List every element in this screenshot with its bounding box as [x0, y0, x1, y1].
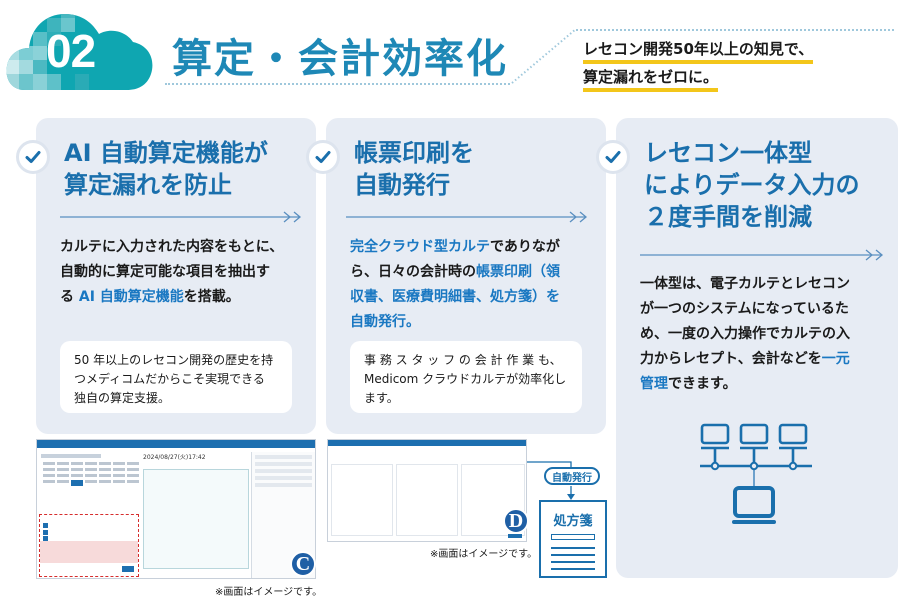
screenshot-accounting: [327, 439, 527, 542]
body-text: できます。: [668, 376, 737, 392]
screen-badge-d: D: [503, 508, 529, 534]
app-titlebar: [328, 440, 526, 446]
doc-title: 処方箋: [553, 514, 593, 529]
card-note-ai-calc: 50 年以上のレセコン開発の歴史を持 つメディコムだからこそ実現できる 独自の算…: [60, 341, 292, 413]
card-title-ai-calc: AI 自動算定機能が 算定漏れを防止: [64, 137, 268, 201]
issue-button: [508, 534, 522, 538]
body-line: 自動的に算定可能な項目を抽出す: [60, 260, 283, 285]
card-title-line: 算定漏れを防止: [64, 171, 232, 199]
body-line: 一体型は、電子カルテとレセコン: [640, 272, 850, 297]
highlight-text: 収書、医療費明細書、処方箋）を: [350, 289, 560, 305]
subtitle: レセコン開発50年以上の知見で、 算定漏れをゼロに。: [583, 36, 814, 92]
note-line: 独自の算定支援。: [74, 391, 171, 405]
note-line: つメディコムだからこそ実現できる: [74, 372, 265, 386]
image-caption: ※画面はイメージです。: [430, 549, 538, 560]
note-line: ます。: [364, 391, 399, 405]
body-line: ら、日々の会計時の帳票印刷（領: [350, 260, 560, 285]
cloud-badge-icon: [6, 14, 153, 90]
highlight-text: 自動発行。: [350, 314, 420, 330]
check-icon: [596, 140, 630, 174]
highlight-text: AI 自動算定機能: [74, 289, 184, 305]
card-title-line: 自動発行: [354, 171, 450, 199]
body-line: が一つのシステムになっているた: [640, 297, 850, 322]
highlight-text: 一元: [821, 351, 850, 367]
note-line: 50 年以上のレセコン開発の歴史を持: [74, 353, 274, 367]
doc-line: [551, 561, 595, 563]
doc-line: [551, 554, 595, 556]
prescription-doc-icon: 処方箋: [539, 500, 607, 578]
card-title-integrated: レセコン一体型 によりデータ入力の ２度手間を削減: [644, 137, 860, 233]
double-arrow-icon: [640, 249, 884, 261]
card-body-integrated: 一体型は、電子カルテとレセコンが一つのシステムになっているため、一度の入力操作で…: [640, 272, 850, 397]
screenshot-karte-calc: 2024/08/27(火)17:42: [36, 439, 316, 579]
body-line: め、一度の入力操作でカルテの入: [640, 322, 850, 347]
subtitle-line-1: レセコン開発50年以上の知見で、: [583, 36, 814, 64]
card-title-line: ２度手間を削減: [644, 203, 812, 231]
body-text: カルテに入力された内容をもとに、: [60, 239, 284, 255]
highlight-text: 完全クラウド型カルテ: [350, 239, 490, 255]
page-title: 算定・会計効率化: [172, 36, 508, 82]
body-text: 自動的に算定可能な項目を抽出す: [60, 264, 270, 280]
highlight-text: 帳票印刷（領: [476, 264, 560, 280]
record-date: 2024/08/27(火)17:42: [143, 454, 206, 461]
accounting-col-1: [331, 464, 393, 536]
body-line: 管理できます。: [640, 372, 850, 397]
card-body-auto-print: 完全クラウド型カルテでありながら、日々の会計時の帳票印刷（領収書、医療費明細書、…: [350, 235, 560, 335]
screen-badge-c: C: [290, 551, 316, 577]
doc-line: [551, 568, 595, 570]
note-line: 事 務 ス タ ッ フ の 会 計 作 業 も、: [364, 353, 562, 367]
title-divider: [165, 83, 510, 85]
slant-divider: [511, 28, 577, 84]
auto-issue-tag: 自動発行: [544, 467, 600, 485]
body-text: を搭載。: [183, 289, 240, 305]
doc-field: [551, 534, 595, 540]
highlight-text: 管理: [640, 376, 668, 392]
network-computers-icon: [700, 423, 812, 524]
double-arrow-icon: [346, 211, 588, 223]
body-line: 力からレセプト、会計などを一元: [640, 347, 850, 372]
card-title-auto-print: 帳票印刷を 自動発行: [354, 137, 474, 201]
note-line: Medicom クラウドカルテが効率化し: [364, 372, 567, 386]
image-caption: ※画面はイメージです。: [215, 587, 323, 598]
body-line: る AI 自動算定機能を搭載。: [60, 285, 283, 310]
card-title-line: によりデータ入力の: [644, 171, 860, 199]
feature-card-integrated: [616, 118, 898, 578]
subtitle-divider: [576, 29, 894, 31]
card-body-ai-calc: カルテに入力された内容をもとに、自動的に算定可能な項目を抽出する AI 自動算定…: [60, 235, 283, 310]
app-titlebar: [37, 440, 315, 448]
body-text: 一体型は、電子カルテとレセコン: [640, 276, 850, 292]
card-title-line: 帳票印刷を: [354, 139, 474, 167]
body-text: でありなが: [490, 239, 560, 255]
body-line: 収書、医療費明細書、処方箋）を: [350, 285, 560, 310]
subtitle-line-2: 算定漏れをゼロに。: [583, 64, 719, 92]
card-title-line: レセコン一体型: [644, 139, 812, 167]
check-icon: [306, 140, 340, 174]
body-text: が一つのシステムになっているた: [640, 301, 849, 317]
body-text: ら、日々の会計時の: [350, 264, 476, 280]
body-text: る: [60, 289, 74, 305]
calendar-panel: [39, 452, 143, 510]
body-line: カルテに入力された内容をもとに、: [60, 235, 283, 260]
body-text: 力からレセプト、会計などを: [640, 351, 822, 367]
accounting-col-2: [396, 464, 458, 536]
record-panel: 2024/08/27(火)17:42: [143, 452, 249, 578]
section-number: 02: [46, 25, 96, 77]
body-text: め、一度の入力操作でカルテの入: [640, 326, 850, 342]
card-title-line: AI 自動算定機能が: [64, 139, 268, 167]
ai-calc-highlight-box: [39, 514, 139, 577]
card-note-auto-print: 事 務 ス タ ッ フ の 会 計 作 業 も、 Medicom クラウドカルテ…: [350, 341, 582, 413]
accounting-col-3: [461, 464, 525, 536]
body-line: 完全クラウド型カルテでありなが: [350, 235, 560, 260]
body-line: 自動発行。: [350, 310, 560, 335]
doc-line: [551, 547, 595, 549]
double-arrow-icon: [60, 211, 302, 223]
check-icon: [16, 140, 50, 174]
